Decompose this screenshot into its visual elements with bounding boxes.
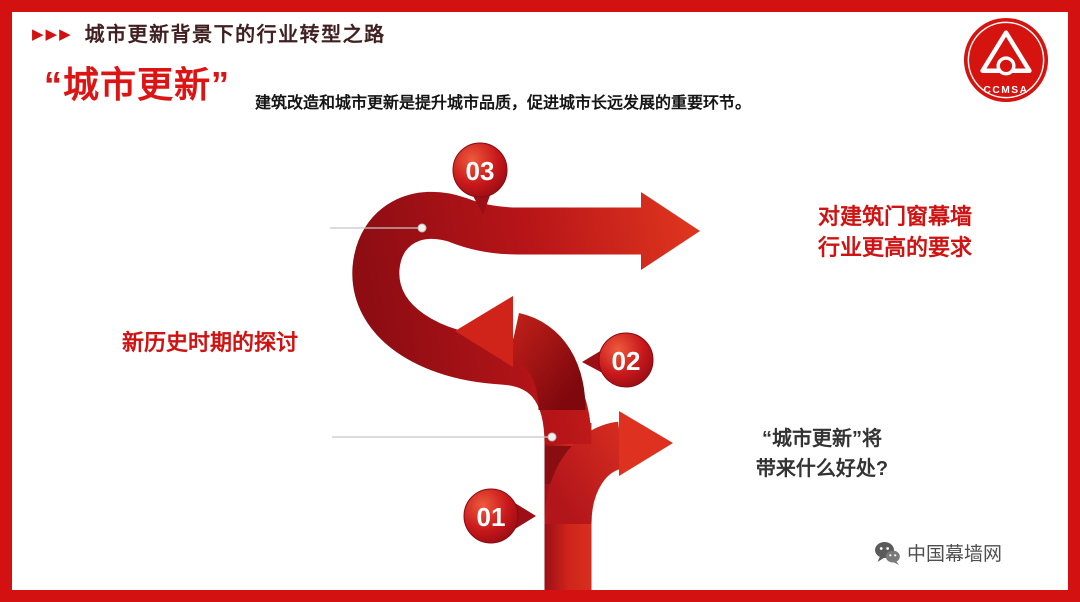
label-step1-line2: 带来什么好处? bbox=[755, 458, 889, 480]
badge-03: 03 bbox=[452, 142, 508, 215]
badge-02-number: 02 bbox=[612, 346, 641, 376]
triple-arrow-icon: ▶▶▶ bbox=[32, 26, 73, 43]
slide-content: ▶▶▶ 城市更新背景下的行业转型之路 “城市更新” 建筑改造和城市更新是提升城市… bbox=[12, 12, 1068, 590]
logo-emblem-circle bbox=[996, 56, 1016, 76]
transformation-flow-diagram: 03 02 01 bbox=[330, 142, 700, 590]
logo-ring bbox=[967, 21, 1045, 99]
leader-dot-bottom bbox=[547, 432, 557, 442]
wechat-icon bbox=[874, 541, 900, 565]
label-step2-text: 新历史时期的探讨 bbox=[122, 330, 299, 355]
label-step1-line1: “城市更新”将 bbox=[762, 428, 882, 450]
header: ▶▶▶ 城市更新背景下的行业转型之路 bbox=[32, 22, 386, 48]
page-title: 城市更新背景下的行业转型之路 bbox=[84, 24, 386, 46]
arrow-head-left-icon bbox=[455, 296, 513, 367]
intro-description: 建筑改造和城市更新是提升城市品质，促进城市长远发展的重要环节。 bbox=[255, 95, 752, 112]
branch-ribbon-01 bbox=[544, 421, 626, 525]
headline: “城市更新” bbox=[44, 64, 231, 105]
badge-01-circle bbox=[463, 488, 519, 544]
label-step3: 对建筑门窗幕墙 行业更高的要求 bbox=[730, 201, 1060, 263]
badge-03-circle bbox=[452, 142, 508, 198]
branch-ribbon-02 bbox=[507, 313, 586, 411]
logo-caption: CCMSA bbox=[984, 85, 1029, 96]
label-step3-line1: 对建筑门窗幕墙 bbox=[817, 204, 972, 229]
arrow-head-large-right-icon bbox=[641, 192, 700, 270]
ccmsa-logo: CCMSA bbox=[963, 17, 1049, 103]
brand-name: 中国幕墙网 bbox=[906, 544, 1002, 565]
leader-dot-top bbox=[417, 223, 427, 233]
badge-01-number: 01 bbox=[477, 502, 506, 532]
badge-01: 01 bbox=[463, 488, 536, 544]
arrow-head-small-right-icon bbox=[619, 411, 673, 476]
footer-brand: 中国幕墙网 bbox=[874, 539, 1002, 566]
label-step2: 新历史时期的探讨 bbox=[122, 325, 298, 357]
badge-02: 02 bbox=[582, 332, 654, 388]
badge-03-number: 03 bbox=[466, 156, 495, 186]
badge-02-circle bbox=[598, 332, 654, 388]
label-step3-line2: 行业更高的要求 bbox=[817, 235, 972, 260]
label-step1: “城市更新”将 带来什么好处? bbox=[632, 424, 1012, 484]
